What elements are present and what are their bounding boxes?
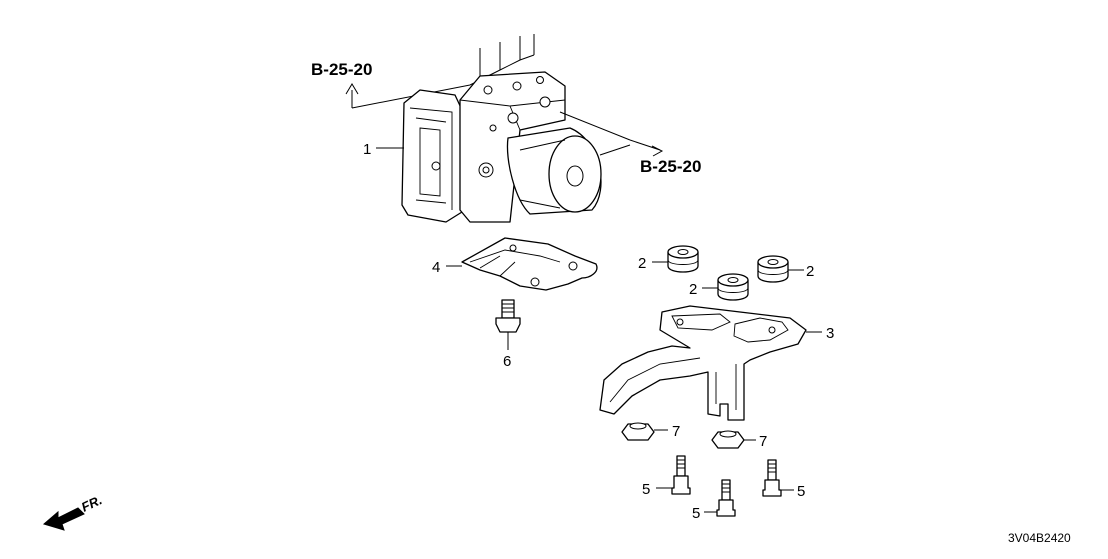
stud-bolt-b[interactable]: [704, 479, 736, 517]
callout-bracket[interactable]: 3: [826, 325, 834, 342]
sub-bracket-drawing[interactable]: [446, 237, 598, 291]
callout-sub-bracket[interactable]: 4: [432, 259, 440, 276]
rubber-mount-a[interactable]: [652, 245, 699, 273]
callout-mount-c[interactable]: 2: [806, 263, 814, 280]
callout-modulator[interactable]: 1: [363, 141, 371, 158]
callout-nut-a[interactable]: 7: [672, 423, 680, 440]
callout-stud-bolt-b[interactable]: 5: [692, 505, 700, 522]
callout-nut-b[interactable]: 7: [759, 433, 767, 450]
callout-mount-b[interactable]: 2: [689, 281, 697, 298]
callout-flange-bolt[interactable]: 6: [503, 353, 511, 370]
stud-bolt-c[interactable]: [762, 459, 794, 497]
rubber-mount-b[interactable]: [702, 273, 749, 301]
diagram-code: 3V04B2420: [1008, 531, 1071, 545]
flange-bolt-drawing[interactable]: [495, 299, 521, 350]
stud-bolt-a[interactable]: [656, 455, 691, 495]
reference-label-top-left[interactable]: B-25-20: [311, 60, 372, 79]
abs-modulator-drawing[interactable]: [345, 34, 664, 223]
front-arrow-icon: [42, 507, 85, 531]
bracket-drawing[interactable]: [599, 305, 822, 421]
flange-nut-a[interactable]: [621, 422, 668, 441]
rubber-mount-c[interactable]: [757, 255, 804, 283]
callout-stud-bolt-c[interactable]: 5: [797, 483, 805, 500]
callout-mount-a[interactable]: 2: [638, 255, 646, 272]
flange-nut-b[interactable]: [711, 430, 756, 449]
callout-stud-bolt-a[interactable]: 5: [642, 481, 650, 498]
front-indicator-label: FR.: [79, 492, 104, 514]
reference-label-right[interactable]: B-25-20: [640, 157, 701, 176]
